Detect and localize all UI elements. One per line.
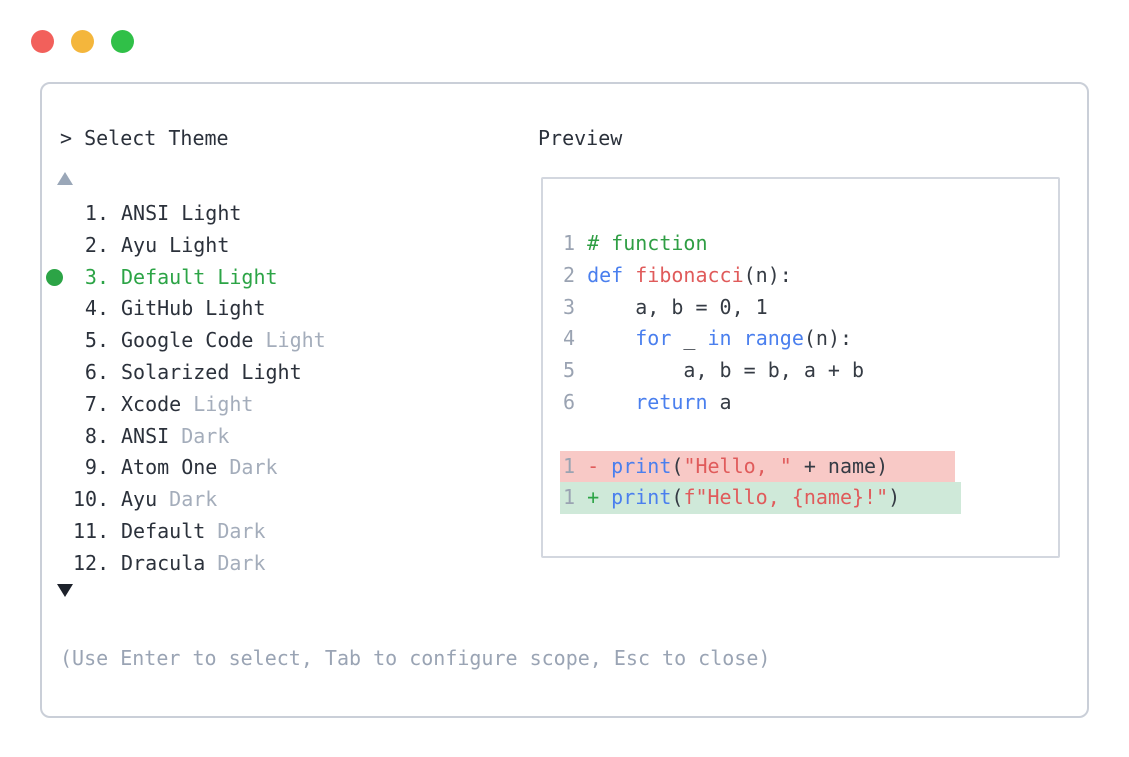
line-number: 4 xyxy=(563,326,576,351)
marker-spacer xyxy=(45,230,73,262)
theme-list-item[interactable]: 9. Atom One Dark xyxy=(45,452,326,484)
preview-title: Preview xyxy=(538,126,623,150)
diff-line-add: 1 + print(f"Hello, {name}!") xyxy=(560,482,961,515)
theme-list-item[interactable]: 11. Default Dark xyxy=(45,516,326,548)
theme-list-item[interactable]: 6. Solarized Light xyxy=(45,357,326,389)
theme-item-label: ANSI Dark xyxy=(121,423,230,448)
marker-spacer xyxy=(45,389,73,421)
line-number: 1 xyxy=(563,485,576,510)
code-line: 5 a, b = b, a + b xyxy=(563,358,865,383)
theme-item-number: 11. xyxy=(73,518,110,543)
theme-list: 1. ANSI Light 2. Ayu Light 3. Default Light 4.… xyxy=(45,198,326,580)
code-preview: 1 # function 2 def fibonacci(n): 3 a, b = … xyxy=(560,228,961,515)
marker-spacer xyxy=(45,548,73,580)
theme-item-number: 4. xyxy=(84,296,109,321)
theme-item-number: 10. xyxy=(73,487,110,512)
theme-list-item[interactable]: 3. Default Light xyxy=(45,262,326,294)
scroll-down-icon[interactable] xyxy=(57,584,73,597)
theme-list-item[interactable]: 10. Ayu Dark xyxy=(45,484,326,516)
theme-item-number: 8. xyxy=(84,423,109,448)
theme-list-item[interactable]: 2. Ayu Light xyxy=(45,230,326,262)
window-controls xyxy=(31,30,134,53)
marker-spacer xyxy=(45,325,73,357)
theme-item-label: Default Light xyxy=(121,264,278,289)
theme-selector-panel: > Select Theme 1. ANSI Light 2. Ayu Light 3.… xyxy=(40,82,1089,718)
code-line xyxy=(563,419,961,451)
code-line: 1 # function xyxy=(563,231,708,255)
theme-item-label: Default Dark xyxy=(121,518,266,543)
theme-list-item[interactable]: 8. ANSI Dark xyxy=(45,421,326,453)
selected-bullet-icon xyxy=(45,262,73,294)
theme-item-label: ANSI Light xyxy=(121,201,242,225)
line-number: 1 xyxy=(563,453,576,478)
line-number: 3 xyxy=(563,294,576,319)
minimize-button-icon[interactable] xyxy=(71,30,94,53)
code-line: 2 def fibonacci(n): xyxy=(563,262,792,287)
scroll-up-icon[interactable] xyxy=(57,172,73,185)
line-number: 5 xyxy=(563,358,576,383)
theme-item-label: Solarized Light xyxy=(121,359,302,384)
theme-list-item[interactable]: 1. ANSI Light xyxy=(45,198,326,230)
theme-list-item[interactable]: 7. Xcode Light xyxy=(45,389,326,421)
theme-item-label: Atom One Dark xyxy=(121,455,278,480)
theme-item-label: Ayu Dark xyxy=(121,487,218,512)
preview-box: 1 # function 2 def fibonacci(n): 3 a, b = … xyxy=(541,177,1060,558)
line-number: 6 xyxy=(563,389,576,414)
theme-list-item[interactable]: 12. Dracula Dark xyxy=(45,548,326,580)
code-line: 3 a, b = 0, 1 xyxy=(563,294,768,319)
theme-list-item[interactable]: 4. GitHub Light xyxy=(45,293,326,325)
theme-item-number: 9. xyxy=(84,455,109,480)
marker-spacer xyxy=(45,452,73,484)
theme-item-number: 6. xyxy=(84,359,109,384)
keyboard-hint: (Use Enter to select, Tab to configure s… xyxy=(60,646,771,670)
theme-item-label: Dracula Dark xyxy=(121,550,266,575)
theme-item-label: Xcode Light xyxy=(121,391,254,416)
close-button-icon[interactable] xyxy=(31,30,54,53)
zoom-button-icon[interactable] xyxy=(111,30,134,53)
marker-spacer xyxy=(45,293,73,325)
theme-item-number: 12. xyxy=(73,550,110,575)
marker-spacer xyxy=(45,198,73,230)
theme-item-label: GitHub Light xyxy=(121,296,266,321)
marker-spacer xyxy=(45,516,73,548)
line-number: 2 xyxy=(563,262,576,287)
theme-item-number: 5. xyxy=(84,328,109,353)
theme-item-number: 3. xyxy=(84,264,109,289)
line-number: 1 xyxy=(563,231,576,255)
select-theme-prompt: > Select Theme xyxy=(60,126,229,150)
theme-item-number: 1. xyxy=(84,201,109,225)
theme-list-item[interactable]: 5. Google Code Light xyxy=(45,325,326,357)
code-line: 6 return a xyxy=(563,389,732,414)
theme-item-number: 7. xyxy=(84,391,109,416)
marker-spacer xyxy=(45,357,73,389)
marker-spacer xyxy=(45,484,73,516)
code-line: 4 for _ in range(n): xyxy=(563,326,853,351)
theme-item-label: Ayu Light xyxy=(121,232,230,257)
theme-item-number: 2. xyxy=(84,232,109,257)
theme-item-label: Google Code Light xyxy=(121,328,326,353)
marker-spacer xyxy=(45,421,73,453)
diff-line-del: 1 - print("Hello, " + name) xyxy=(560,450,961,483)
